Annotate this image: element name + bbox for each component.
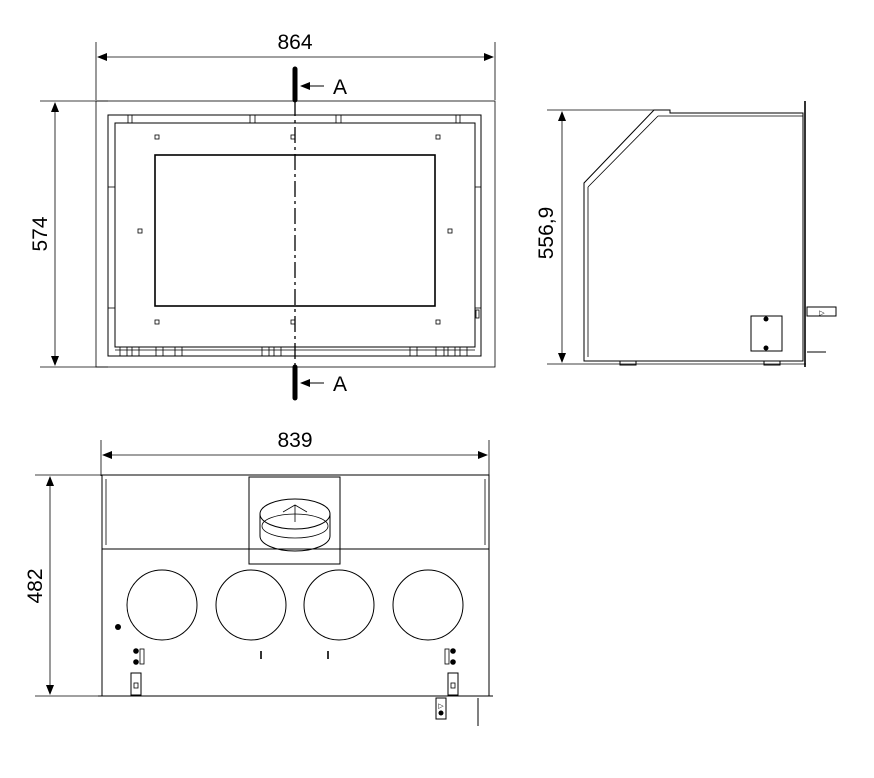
side-foot-front xyxy=(619,361,637,366)
bottom-body-outline xyxy=(101,549,490,697)
bottom-view: 839 482 xyxy=(24,429,493,726)
section-line-a: A A xyxy=(292,66,347,401)
bottom-top-plate xyxy=(101,474,490,550)
side-height-dimension: 556,9 xyxy=(535,109,806,365)
section-marker-top: A xyxy=(333,76,347,99)
front-top-tabs xyxy=(127,115,461,123)
side-spigot xyxy=(806,306,837,317)
outlet-opening-2 xyxy=(215,569,287,641)
front-fixing-holes xyxy=(137,134,453,325)
outlet-opening-3 xyxy=(303,569,375,641)
side-view: 556,9 ▷ xyxy=(535,101,837,367)
side-connection-box xyxy=(750,315,783,352)
side-foot-rear xyxy=(763,361,781,366)
front-height-label: 574 xyxy=(29,216,52,251)
front-width-dimension: 864 xyxy=(95,31,496,100)
bottom-left-bracket xyxy=(130,648,145,696)
front-view: 864 574 xyxy=(29,31,496,401)
bottom-lower-spigot: ▷ xyxy=(435,697,479,726)
side-height-label: 556,9 xyxy=(535,207,558,260)
bottom-width-dimension: 839 xyxy=(100,429,490,476)
bottom-outlet-openings xyxy=(126,569,464,641)
bottom-spigot-box xyxy=(248,476,341,565)
front-width-label: 864 xyxy=(277,31,312,54)
bottom-height-dimension: 482 xyxy=(24,474,102,697)
outlet-opening-1 xyxy=(126,569,198,641)
outlet-opening-4 xyxy=(392,569,464,641)
bottom-width-label: 839 xyxy=(277,429,312,452)
bottom-right-bracket xyxy=(444,648,459,696)
svg-text:▷: ▷ xyxy=(819,309,825,317)
svg-text:▷: ▷ xyxy=(438,702,444,710)
side-body-outline xyxy=(583,109,804,362)
section-marker-bottom: A xyxy=(333,373,347,396)
bottom-height-label: 482 xyxy=(24,568,47,603)
